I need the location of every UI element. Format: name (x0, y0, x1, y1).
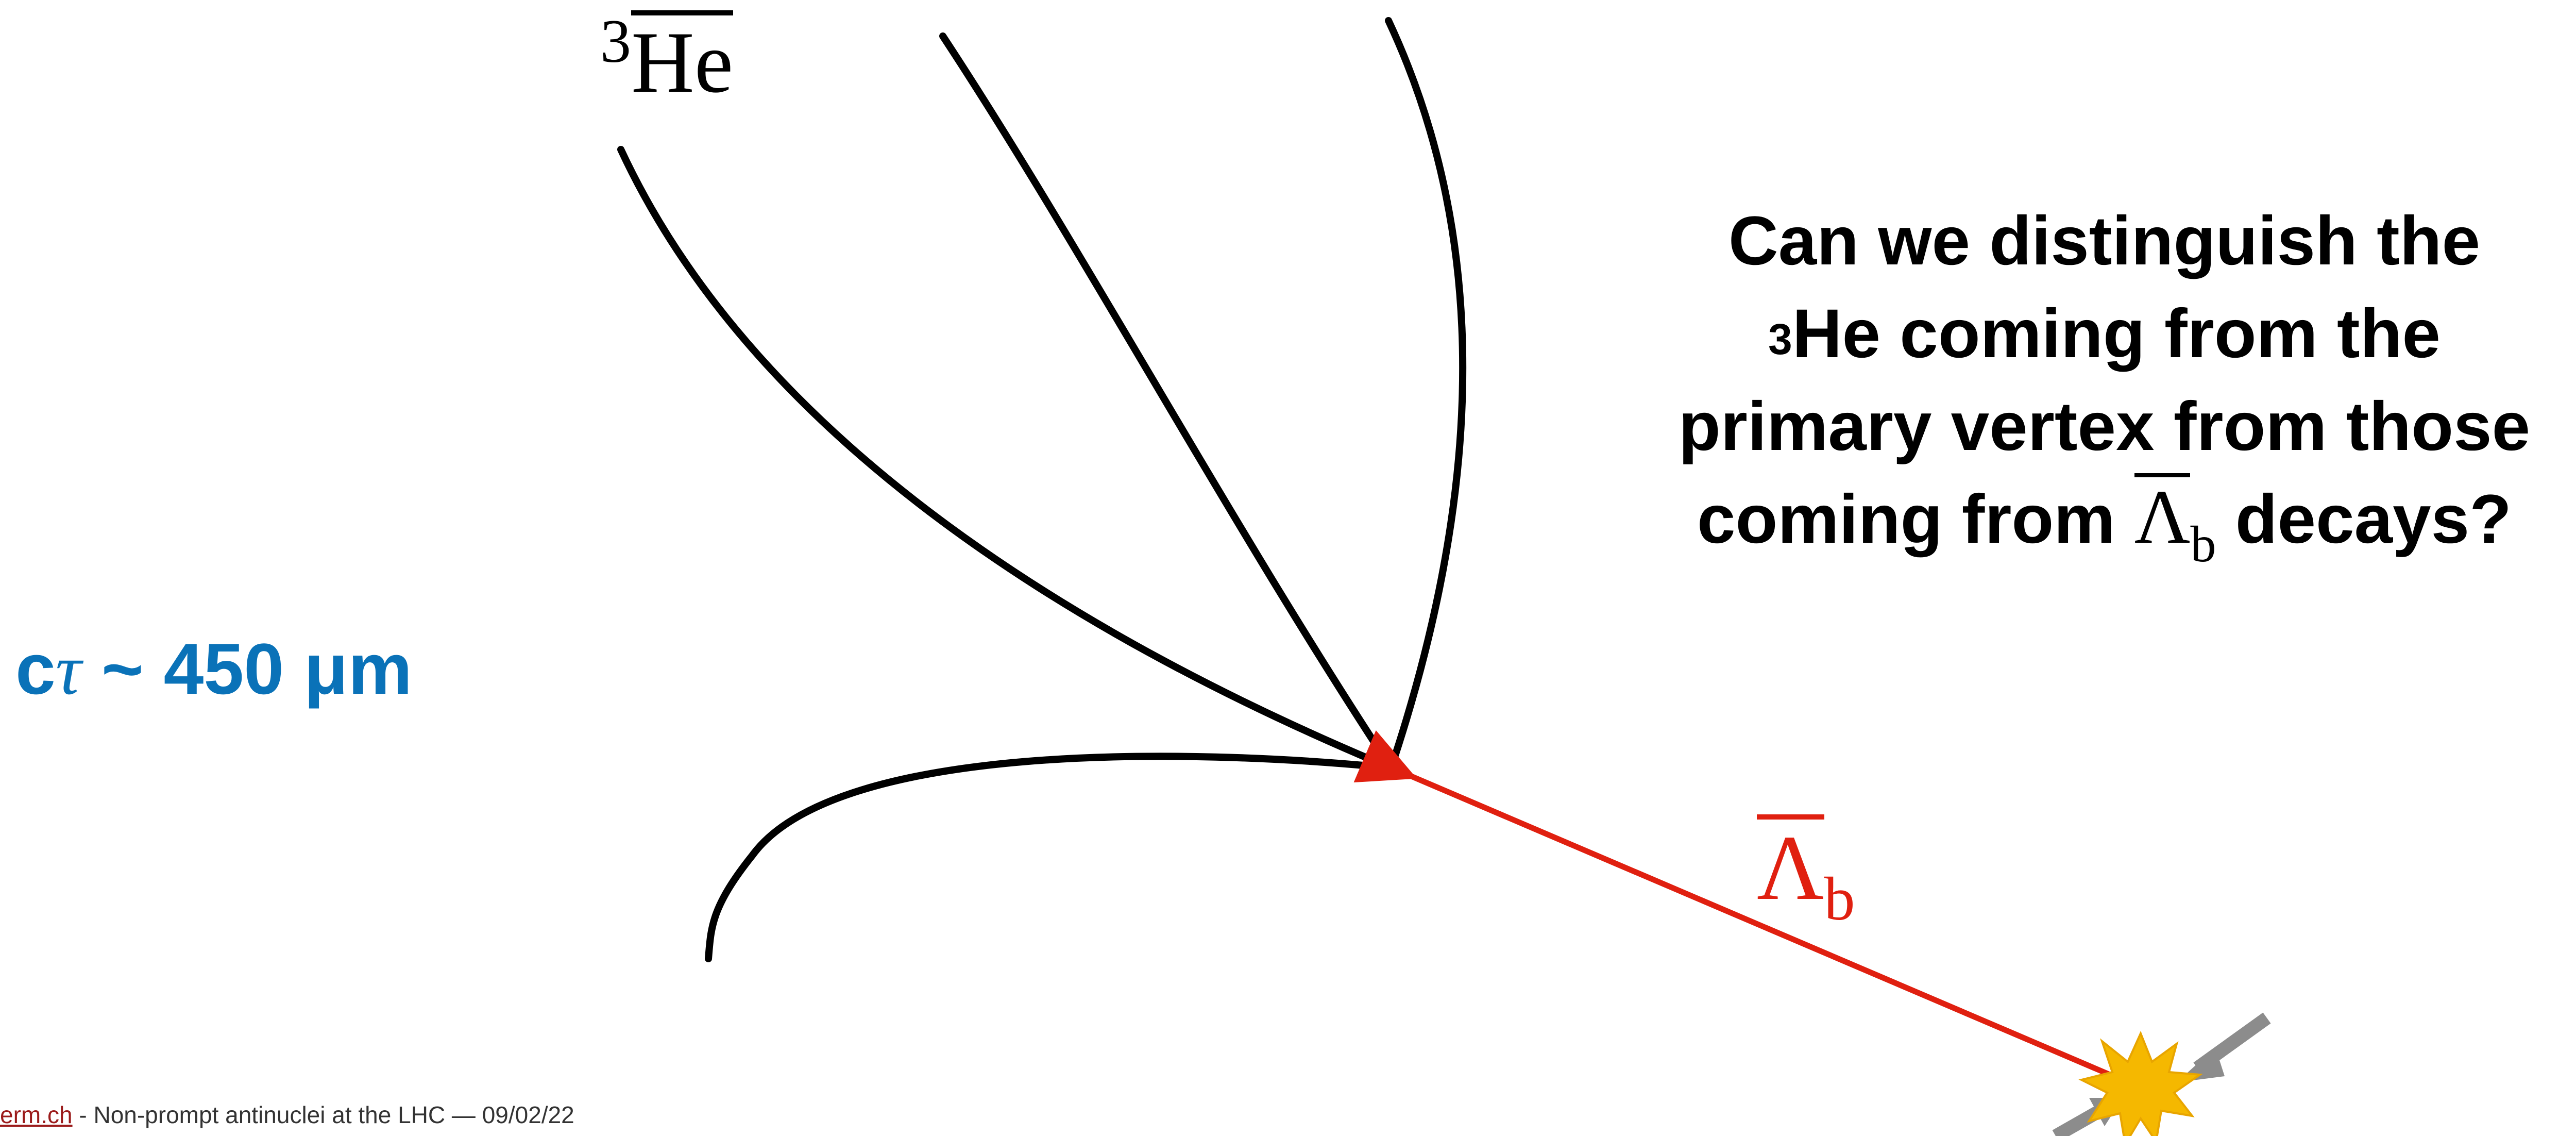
beam-arrow-icon (2177, 1018, 2267, 1082)
track-right (1388, 21, 1463, 768)
collision-star-icon (2081, 1033, 2200, 1136)
track-he3 (621, 149, 1391, 768)
track-curl (708, 756, 1391, 959)
he3-track-label: 3He (600, 10, 733, 106)
question-line-4-suffix: decays? (2216, 481, 2512, 558)
question-line-4-prefix: coming from (1697, 481, 2134, 558)
footer-text: - Non-prompt antinuclei at the LHC — 09/… (73, 1101, 574, 1128)
question-line-3: primary vertex from those (1613, 380, 2576, 473)
lifetime-label: cτ ~ 450 μm (15, 633, 412, 706)
question-line-4: coming from Λb decays? (1613, 473, 2576, 572)
slide-footer: erm.ch - Non-prompt antinuclei at the LH… (0, 1103, 574, 1127)
question-lambda-subscript: b (2190, 515, 2216, 573)
question-lambda-symbol: Λ (2134, 473, 2191, 556)
he3-symbol: He (631, 10, 733, 106)
lifetime-c: c (15, 628, 56, 709)
question-line-1: Can we distinguish the (1613, 195, 2576, 288)
lifetime-value: ~ 450 μm (81, 628, 412, 709)
lambda-b-label: Λb (1757, 814, 1855, 914)
track-middle (943, 36, 1391, 768)
lambda-symbol: Λ (1757, 814, 1824, 914)
question-he3-mass-number: 3 (1768, 315, 1792, 363)
question-line-2-text: He coming from the (1792, 295, 2441, 372)
footer-email-link[interactable]: erm.ch (0, 1101, 73, 1128)
he3-mass-number: 3 (600, 7, 631, 75)
question-line-2: 3He coming from the (1613, 288, 2576, 380)
lambda-subscript: b (1824, 864, 1855, 933)
lifetime-tau: τ (56, 630, 81, 710)
question-text: Can we distinguish the 3He coming from t… (1613, 195, 2576, 572)
